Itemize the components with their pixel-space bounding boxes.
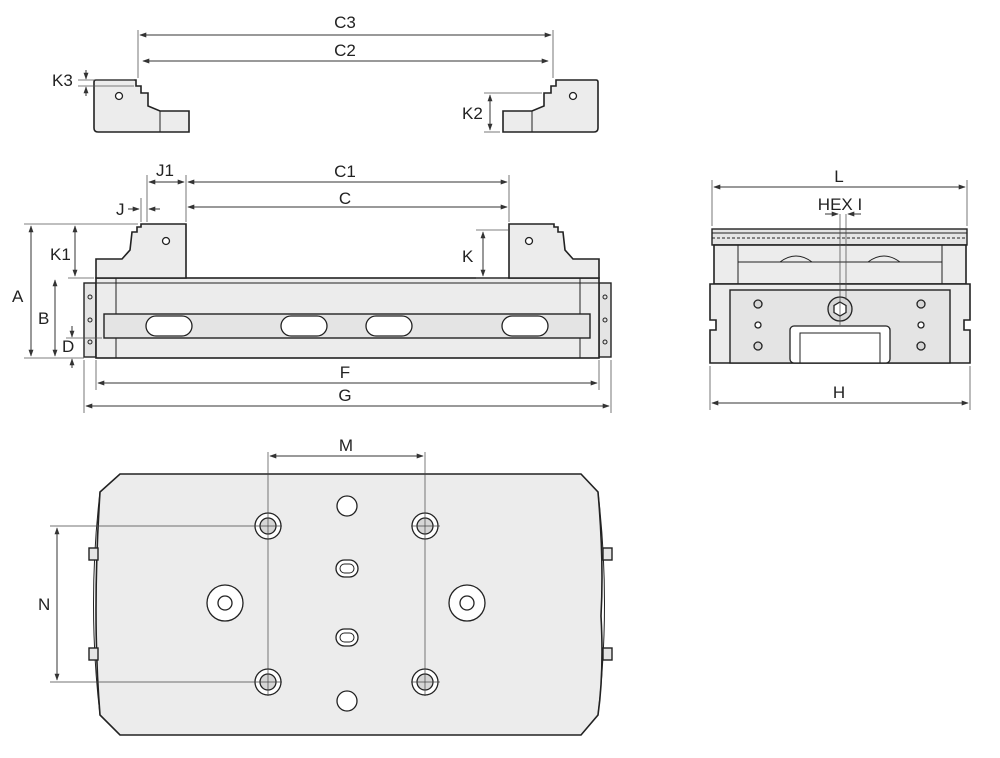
dim-label-c2: C2 [334, 41, 356, 60]
screw-icon [753, 299, 763, 309]
right-end-cap [598, 282, 612, 358]
dim-label-b: B [38, 309, 49, 328]
locating-hole-icon [448, 584, 486, 622]
center-slot-icon [335, 559, 359, 578]
slot-icon [365, 315, 413, 337]
jaw-pin-hole-icon [524, 236, 534, 246]
dim-label-k1: K1 [50, 245, 71, 264]
dim-label-n: N [38, 595, 50, 614]
dim-label-k3: K3 [52, 71, 73, 90]
left-end-cap [83, 282, 97, 358]
jaws-detail-view: C3 C2 K3 K2 [52, 13, 599, 133]
dim-label-c: C [339, 189, 351, 208]
dim-label-d: D [62, 337, 74, 356]
screw-icon [916, 341, 926, 351]
center-slot-icon [335, 628, 359, 647]
dim-label-c3: C3 [334, 13, 356, 32]
right-jaw [502, 79, 599, 133]
hole-icon [917, 321, 925, 329]
jaw-pin-hole-icon [568, 91, 578, 101]
slot-icon [145, 315, 193, 337]
center-hole-icon [336, 690, 358, 712]
jaw-pin-hole-icon [161, 236, 171, 246]
slot-icon [501, 315, 549, 337]
dim-label-j1: J1 [156, 161, 174, 180]
screw-icon [753, 341, 763, 351]
front-view: J1 C1 J C A K1 B D K [12, 161, 612, 413]
hole-icon [754, 321, 762, 329]
dim-label-hex-i: HEX I [818, 195, 862, 214]
center-hole-icon [336, 495, 358, 517]
dim-label-f: F [340, 363, 350, 382]
serrated-jaw-top [711, 228, 968, 246]
jaw-pin-hole-icon [114, 91, 124, 101]
left-mounted-jaw [95, 223, 187, 279]
right-mounted-jaw [508, 223, 600, 279]
side-center-slot [789, 325, 891, 364]
dim-label-j: J [116, 200, 125, 219]
dim-label-k: K [462, 247, 474, 266]
locating-hole-icon [206, 584, 244, 622]
dim-label-g: G [338, 386, 351, 405]
dim-label-c1: C1 [334, 162, 356, 181]
side-view: L HEX I H [709, 167, 971, 410]
bottom-plan-view: M N [38, 436, 613, 736]
dim-label-m: M [339, 436, 353, 455]
left-jaw [93, 79, 190, 133]
dim-label-l: L [834, 167, 843, 186]
dim-label-a: A [12, 287, 24, 306]
dim-label-k2: K2 [462, 104, 483, 123]
slot-icon [280, 315, 328, 337]
dim-label-h: H [833, 383, 845, 402]
screw-icon [916, 299, 926, 309]
